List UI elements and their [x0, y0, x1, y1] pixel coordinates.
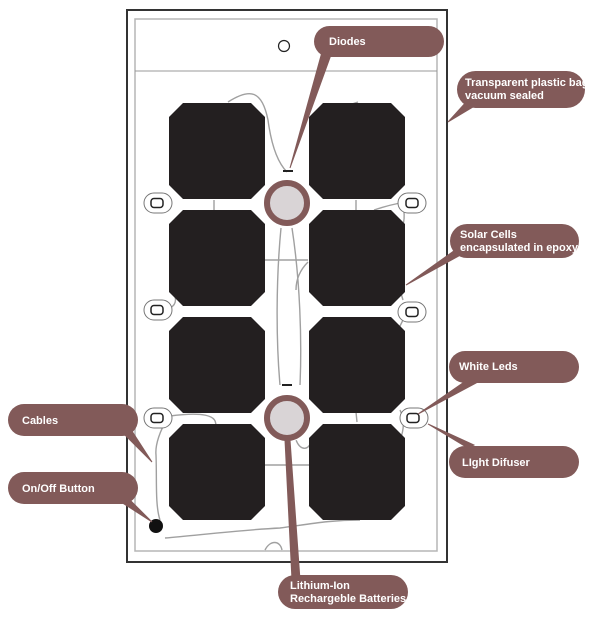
callout-button: On/Off Button [8, 472, 138, 504]
callout-bubble [449, 351, 579, 383]
cable [227, 93, 288, 173]
callout-label: Rechargeble Batteries [290, 593, 406, 605]
callouts: Diodes Transparent plastic bag vacuum se… [8, 26, 588, 609]
callout-cells: Solar Cells encapsulated in epoxy [450, 224, 579, 258]
led-right-2 [397, 301, 427, 323]
led-left-3 [143, 407, 173, 429]
callout-cables: Cables [8, 404, 138, 436]
callout-label: Solar Cells [460, 229, 517, 241]
cable [155, 417, 169, 521]
led-left-2 [143, 299, 173, 321]
callout-pointers [116, 51, 480, 581]
leds [143, 192, 429, 429]
callout-bubble [449, 446, 579, 478]
callout-label: White Leds [459, 361, 518, 373]
white-led [150, 304, 164, 316]
white-led [405, 197, 419, 209]
cable [264, 541, 283, 551]
cable [373, 202, 401, 211]
callout-bubble [8, 404, 138, 436]
callout-label: Transparent plastic bag [465, 77, 588, 89]
callout-bubble [450, 224, 579, 258]
cable [355, 411, 358, 423]
battery-bottom [264, 395, 310, 441]
solar-cell [309, 103, 405, 199]
white-led [150, 197, 164, 209]
callout-label: Diodes [329, 36, 366, 48]
callout-bubble [278, 575, 408, 609]
solar-cell [169, 317, 265, 413]
solar-cell [309, 424, 405, 520]
callout-bubble [457, 71, 585, 108]
callout-bubble [314, 26, 444, 57]
cable [164, 519, 361, 539]
callout-label: Cables [22, 415, 58, 427]
battery-top [264, 180, 310, 226]
led-left-1 [143, 192, 173, 214]
led-right-3 [399, 407, 429, 429]
callout-label: LIght Difuser [462, 457, 531, 469]
solar-cells [169, 103, 405, 520]
cable [276, 227, 282, 386]
solar-cell [169, 103, 265, 199]
white-led [406, 412, 420, 424]
solar-cell [169, 424, 265, 520]
cable [291, 227, 302, 386]
callout-diffuser: LIght Difuser [449, 446, 579, 478]
callout-bag: Transparent plastic bag vacuum sealed [457, 71, 588, 108]
white-led [150, 412, 164, 424]
callout-label: encapsulated in epoxy [460, 242, 579, 254]
cable [295, 261, 309, 291]
solar-cell [169, 210, 265, 306]
solar-cell [309, 317, 405, 413]
led-right-1 [397, 192, 427, 214]
callout-label: On/Off Button [22, 483, 95, 495]
callout-label: Lithium-Ion [290, 580, 350, 592]
callout-diodes: Diodes [314, 26, 444, 57]
solar-cell [309, 210, 405, 306]
callout-batteries: Lithium-Ion Rechargeble Batteries [278, 575, 408, 609]
white-led [405, 306, 419, 318]
callout-bubble [8, 472, 138, 504]
callout-label: vacuum sealed [465, 90, 544, 102]
on-off-button[interactable] [149, 519, 163, 533]
hang-hole [277, 39, 291, 53]
callout-leds: White Leds [449, 351, 579, 383]
